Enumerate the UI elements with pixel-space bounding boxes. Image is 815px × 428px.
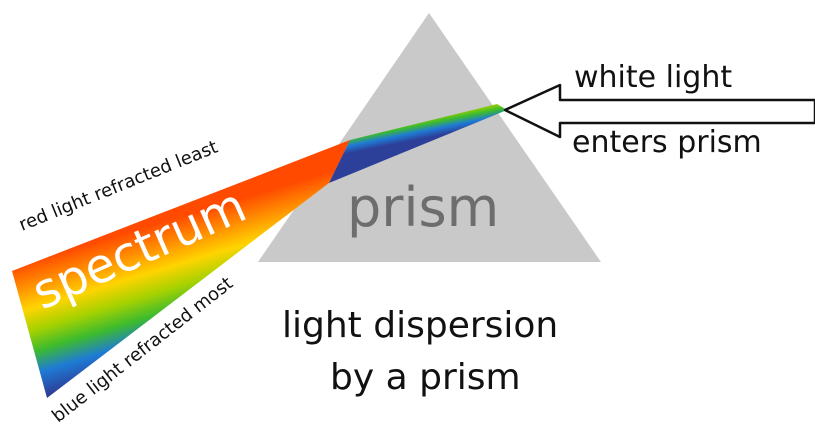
white-light-label: white light	[574, 60, 732, 95]
caption-line-1: light dispersion	[282, 305, 558, 346]
spectrum-band	[12, 140, 350, 398]
inner-spectrum-band	[329, 104, 507, 183]
enters-prism-label: enters prism	[572, 125, 762, 160]
prism-label: prism	[347, 176, 499, 239]
white-light-arrow	[503, 83, 815, 139]
caption-line-2: by a prism	[330, 357, 521, 398]
